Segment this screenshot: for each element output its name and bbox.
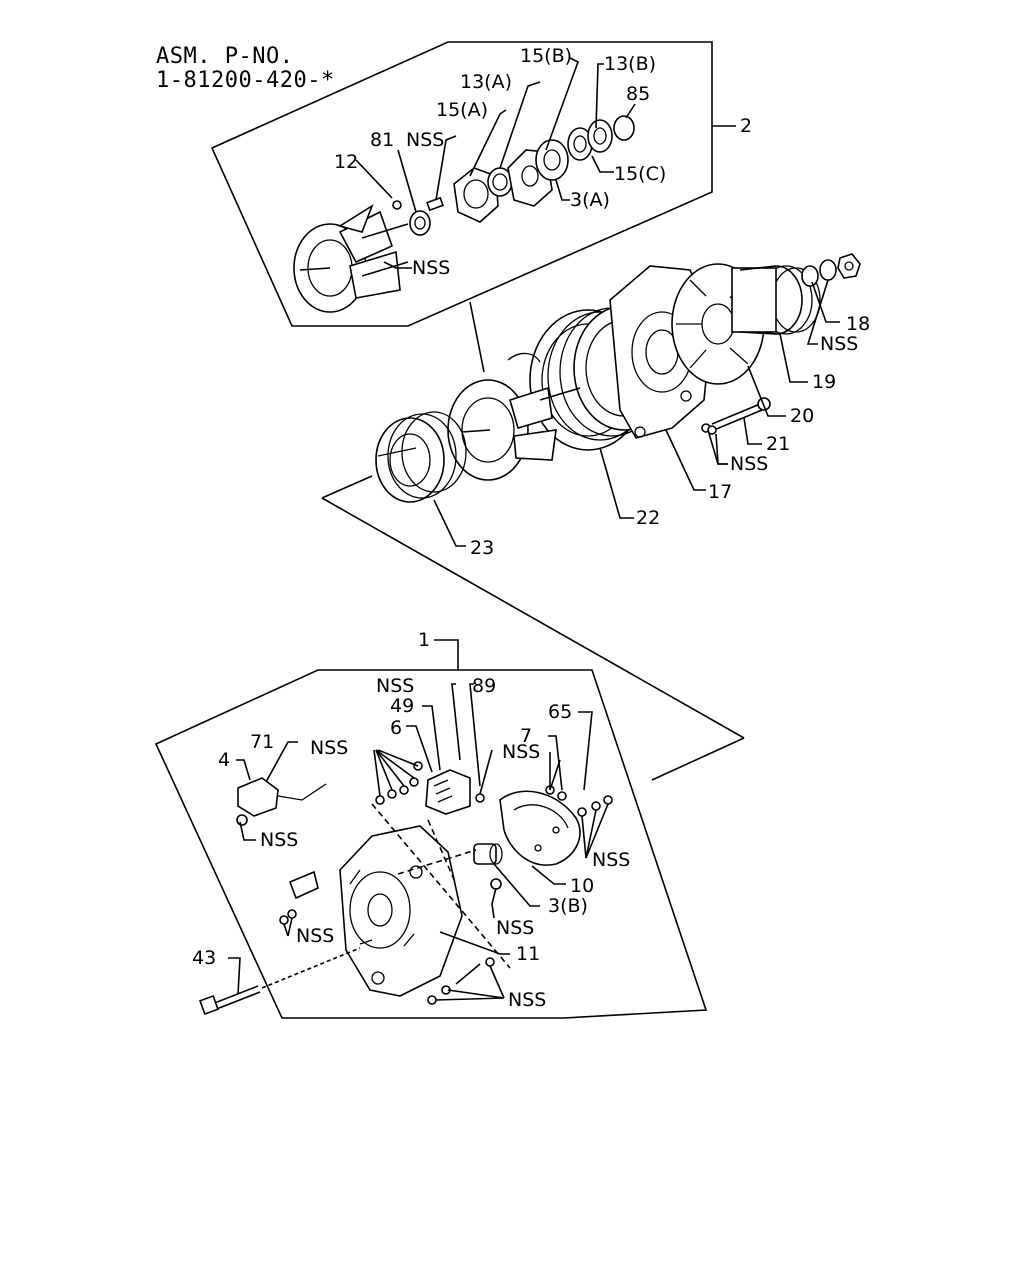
label-20: 20 [790,405,814,427]
label-11: 11 [516,943,540,965]
label-nss-bolt: NSS [730,453,768,475]
rotor-subassembly-frame [210,41,713,327]
label-65: 65 [548,701,572,723]
assembly-part-number-label: ASM. P-NO. [156,44,294,69]
leader-lines-bottom [228,639,609,1001]
label-89: 89 [472,675,496,697]
label-23: 23 [470,537,494,559]
label-18: 18 [846,313,870,335]
label-4: 4 [218,749,230,771]
label-6: 6 [390,717,402,739]
label-22: 22 [636,507,660,529]
rotor-assembled [447,379,581,481]
pulley-part [731,265,821,335]
label-81: 81 [370,129,394,151]
label-nss-mid: NSS [496,917,534,939]
leader-lines-middle [433,279,840,547]
label-15C: 15(C) [614,163,666,185]
bearing-stack [392,115,635,236]
label-15A: 15(A) [436,99,488,121]
rectifier-part [499,790,581,866]
assembly-part-number: 1-81200-420-* [156,68,335,93]
label-49: 49 [390,695,414,717]
label-nss-nut: NSS [820,333,858,355]
assembly-axis-line [469,301,485,373]
screw-cluster [279,749,613,1005]
rear-cover-part [375,411,467,503]
label-nss-right: NSS [592,849,630,871]
label-7: 7 [520,725,532,747]
label-nss-7: NSS [502,741,540,763]
label-nss-bottom: NSS [508,989,546,1011]
label-nss-rotor: NSS [412,257,450,279]
label-2: 2 [740,115,752,137]
label-12: 12 [334,151,358,173]
washers-nut [801,253,861,287]
label-21: 21 [766,433,790,455]
label-43: 43 [192,947,216,969]
rear-subassembly-frame [154,669,708,1019]
rear-bearing-part [473,843,503,865]
leader-lines-top [355,57,736,269]
label-nss-left: NSS [296,925,334,947]
label-19: 19 [812,371,836,393]
label-3B: 3(B) [548,895,588,917]
brush-holder-part [425,769,471,815]
through-bolt [701,397,771,435]
long-bolt-part [199,947,361,1015]
label-13A: 13(A) [460,71,512,93]
alignment-lines [371,803,511,969]
label-1: 1 [418,629,430,651]
label-17: 17 [708,481,732,503]
label-13B: 13(B) [604,53,656,75]
connector-line-short [321,475,373,499]
label-nss-screws: NSS [310,737,348,759]
label-71: 71 [250,731,274,753]
connector-line-upper [321,497,745,739]
label-3A: 3(A) [570,189,610,211]
label-nss-top: NSS [406,129,444,151]
label-nss-4: NSS [260,829,298,851]
rear-frame-part [339,825,463,997]
label-nss-89: NSS [376,675,414,697]
regulator-part [236,777,327,826]
label-15B: 15(B) [520,45,572,67]
part-labels: 15(B) 13(B) 85 13(A) 15(A) 2 81 NSS 12 1… [192,45,870,1011]
label-85: 85 [626,83,650,105]
label-10: 10 [570,875,594,897]
connector-line-lower [651,737,745,781]
terminal-part [288,870,319,900]
rotor-part [293,204,409,313]
